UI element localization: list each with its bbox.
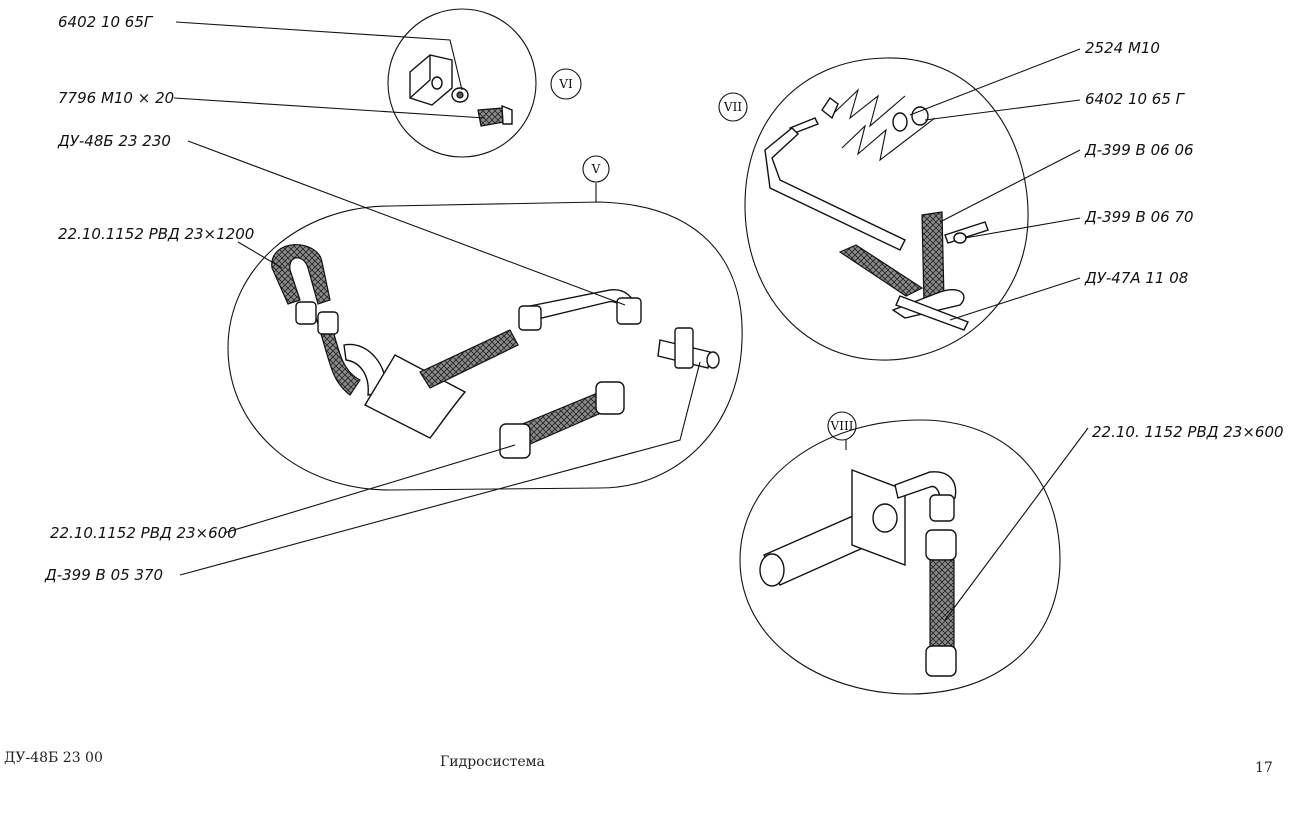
callout-v-tee: Д-399 В 05 370 [44,566,163,584]
bolt [477,104,513,127]
callout-vii-washer: 6402 10 65 Г [1085,90,1186,108]
pipe-230 [518,289,642,331]
view-viii-numeral: VIII [830,419,854,433]
view-viii-outline [739,419,1061,695]
tee-fitting [657,327,720,369]
hose-1200-coil [271,244,361,396]
doc-code: ДУ-48Б 23 00 [4,750,103,766]
view-v: V [227,155,743,491]
washer-and-nut [892,106,929,132]
spring-washer [451,87,469,103]
view-vii-numeral: VII [723,100,742,114]
view-vi-marker [550,68,582,100]
vertical-post [921,211,945,304]
callout-viii-hose: 22.10. 1152 РВД 23×600 [1092,423,1284,441]
callout-v-pipe: ДУ-48Б 23 230 [57,132,171,150]
square-nut [409,54,453,106]
callout-vii-clip-b: Д-399 В 06 70 [1084,208,1194,226]
view-vii-marker [718,92,748,122]
callout-vii-nut: 2524 М10 [1085,39,1160,57]
callout-vii-clip-a: Д-399 В 06 06 [1084,141,1194,159]
elbow-fitting [894,471,957,522]
view-vi-outline [387,8,537,158]
nut-2524 [821,96,839,120]
view-vii-outline [744,57,1029,361]
view-vi-numeral: VI [558,77,573,91]
view-viii: VIII [739,411,1061,695]
callout-vii-bracket: ДУ-47А 11 08 [1084,269,1188,287]
bracket-rod [764,117,906,251]
view-vii: VII [718,57,1029,361]
callout-v-hose-short: 22.10.1152 РВД 23×600 [50,524,237,542]
hose-600 [499,381,625,459]
callout-vi-washer: 6402 10 65Г [58,13,154,31]
page-number: 17 [1255,760,1273,776]
view-v-outline [227,201,743,491]
clip-small [944,221,989,244]
callout-v-hose-long: 22.10.1152 РВД 23×1200 [58,225,254,243]
vertical-hose-600 [925,529,957,677]
view-vi: VI [387,8,582,158]
view-viii-marker [827,411,857,441]
flange-sleeve [759,468,906,587]
leader-lines [173,21,1089,621]
break-line [834,88,936,162]
view-v-numeral: V [591,162,601,176]
base-plate [838,244,969,331]
view-v-marker [582,155,610,183]
flanged-elbow [343,329,519,439]
callout-vi-bolt: 7796 М10 × 20 [58,89,174,107]
callout-labels: 6402 10 65Г 7796 М10 × 20 ДУ-48Б 23 230 … [44,13,1284,584]
section-title: Гидросистема [440,754,545,770]
